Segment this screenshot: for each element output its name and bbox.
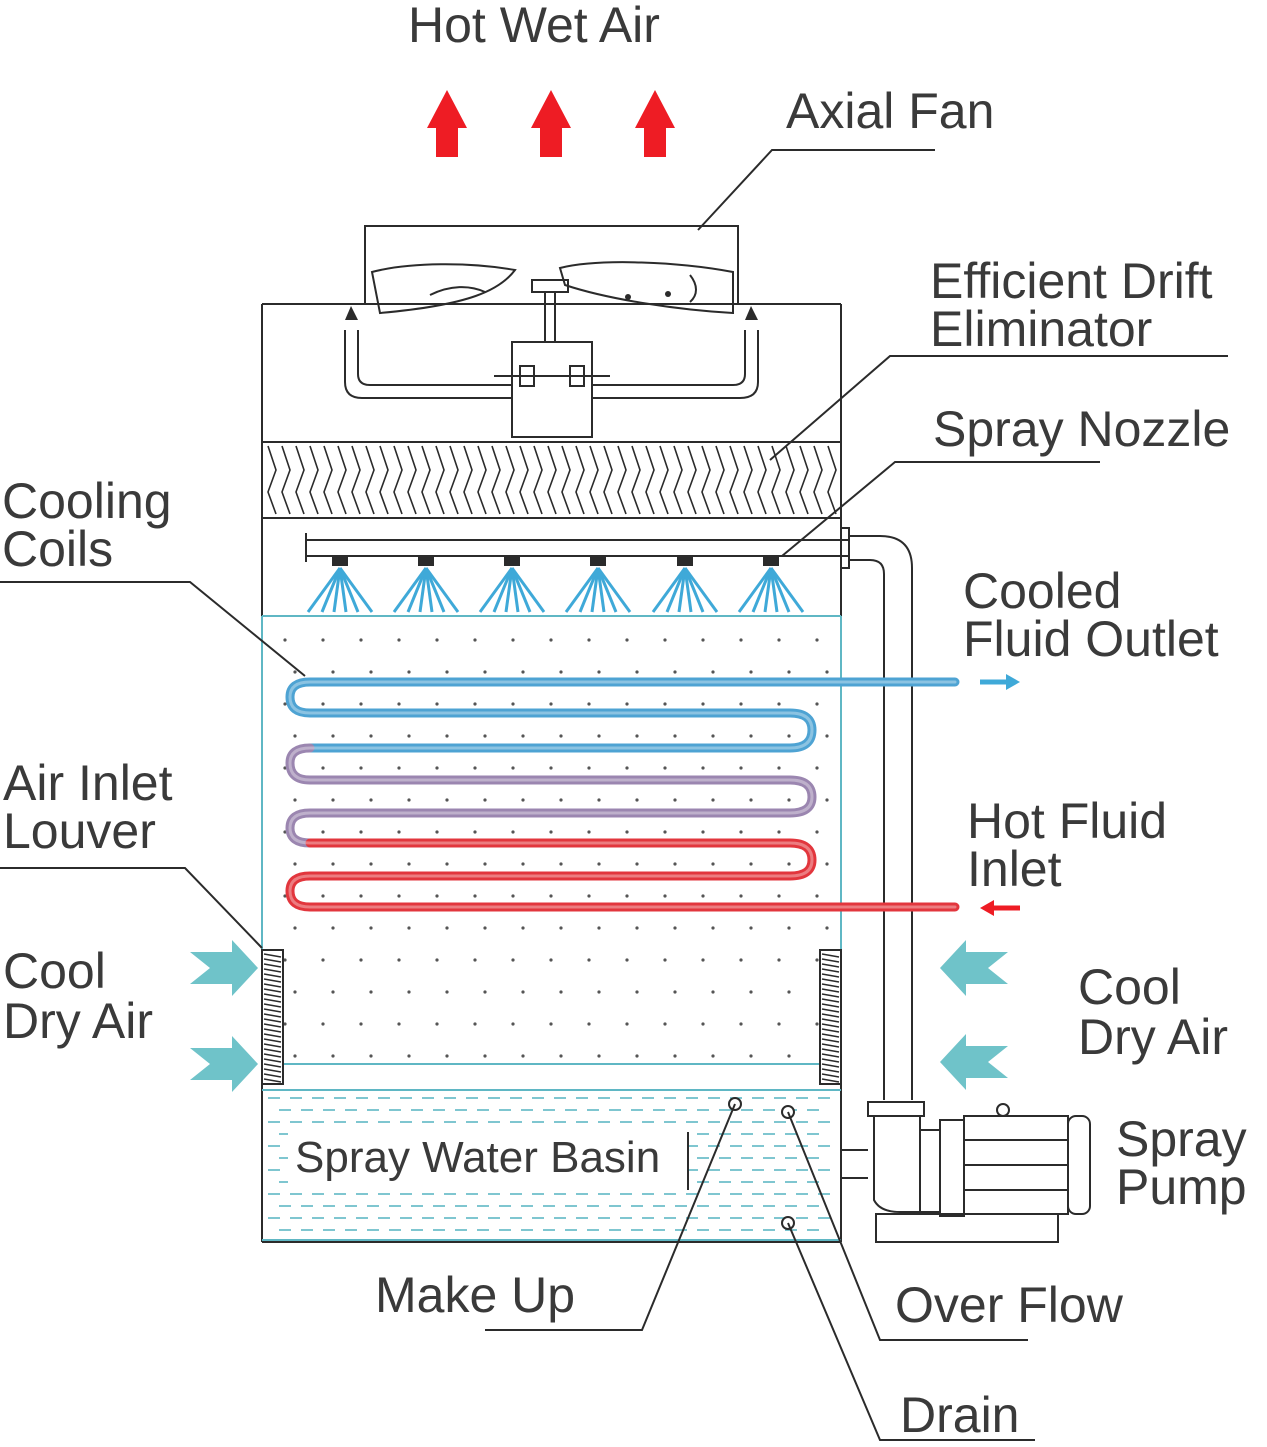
cooling-coils-leader (0, 581, 306, 677)
hot-fluid-inlet-label-line1: Hot Fluid (967, 793, 1167, 849)
over-flow-leader (787, 1111, 1028, 1341)
air-inlet-louver-label-line1: Air Inlet (3, 755, 173, 811)
spray-nozzle-leader (781, 461, 1100, 557)
fluid-arrows (980, 674, 1020, 916)
hot-air-arrow (635, 90, 675, 157)
hot-air-arrow (531, 90, 571, 157)
spray-water-basin-label: Spray Water Basin (295, 1133, 660, 1182)
cooled-fluid-outlet-label-line1: Cooled (963, 563, 1121, 619)
spray-pump (841, 1101, 1091, 1243)
coil-cold-segment (285, 677, 960, 753)
axial-fan-leader (697, 149, 935, 231)
air-inlet-louvers (261, 949, 842, 1085)
fan-housing (262, 225, 841, 305)
axial-fan-label: Axial Fan (786, 83, 994, 139)
coil-hot-segment (285, 838, 960, 912)
air-inlet-louver-label-line2: Louver (3, 803, 156, 859)
drain-label: Drain (900, 1387, 1019, 1443)
cool-dry-air-right-label-line1: Cool (1078, 959, 1181, 1015)
cool-dry-air-right-label-line2: Dry Air (1078, 1009, 1228, 1065)
spray-nozzle-label: Spray Nozzle (933, 401, 1230, 457)
make-up-leader (485, 1103, 736, 1331)
over-flow-label: Over Flow (895, 1277, 1124, 1333)
spray-pump-label-line1: Spray (1116, 1111, 1247, 1167)
cool-air-arrows (190, 940, 1008, 1092)
cool-dry-air-left-label-line2: Dry Air (3, 993, 153, 1049)
cool-air-arrow-left (190, 1036, 258, 1092)
spray-header (305, 527, 913, 1100)
spray-nozzles (306, 556, 805, 613)
cooling-coils (285, 677, 960, 912)
drift-eliminator-leader (769, 355, 1228, 461)
air-inlet-louver-leader (0, 867, 263, 949)
cool-air-arrow-left (190, 940, 258, 996)
hot-wet-air-label: Hot Wet Air (408, 0, 660, 53)
cool-air-arrow-right (940, 1034, 1008, 1090)
hot-inlet-arrow (980, 900, 1020, 916)
hot-air-arrows (427, 90, 675, 157)
drift-eliminator-label-line1: Efficient Drift (930, 253, 1213, 309)
cooled-outlet-arrow (980, 674, 1020, 690)
tower-casing (261, 304, 842, 1243)
drift-eliminator-label-line2: Eliminator (930, 301, 1152, 357)
cooled-fluid-outlet-label-line2: Fluid Outlet (963, 611, 1219, 667)
hot-fluid-inlet-label-line2: Inlet (967, 841, 1062, 897)
coil-mid-segment (285, 743, 817, 848)
drain-leader (787, 1222, 1035, 1441)
spray-pump-label-line2: Pump (1116, 1159, 1247, 1215)
labels: Hot Wet Air Axial Fan Efficient Drift El… (2, 0, 1247, 1443)
make-up-label: Make Up (375, 1267, 575, 1323)
hot-air-arrow (427, 90, 467, 157)
axial-fan (344, 261, 759, 438)
drift-eliminator (267, 445, 837, 515)
leader-lines (0, 149, 1228, 1441)
cool-air-arrow-right (940, 940, 1008, 996)
cooling-coils-label-line1: Cooling (2, 473, 172, 529)
cooling-coils-label-line2: Coils (2, 521, 113, 577)
cool-dry-air-left-label-line1: Cool (3, 943, 106, 999)
spray-water-basin (262, 1089, 841, 1241)
